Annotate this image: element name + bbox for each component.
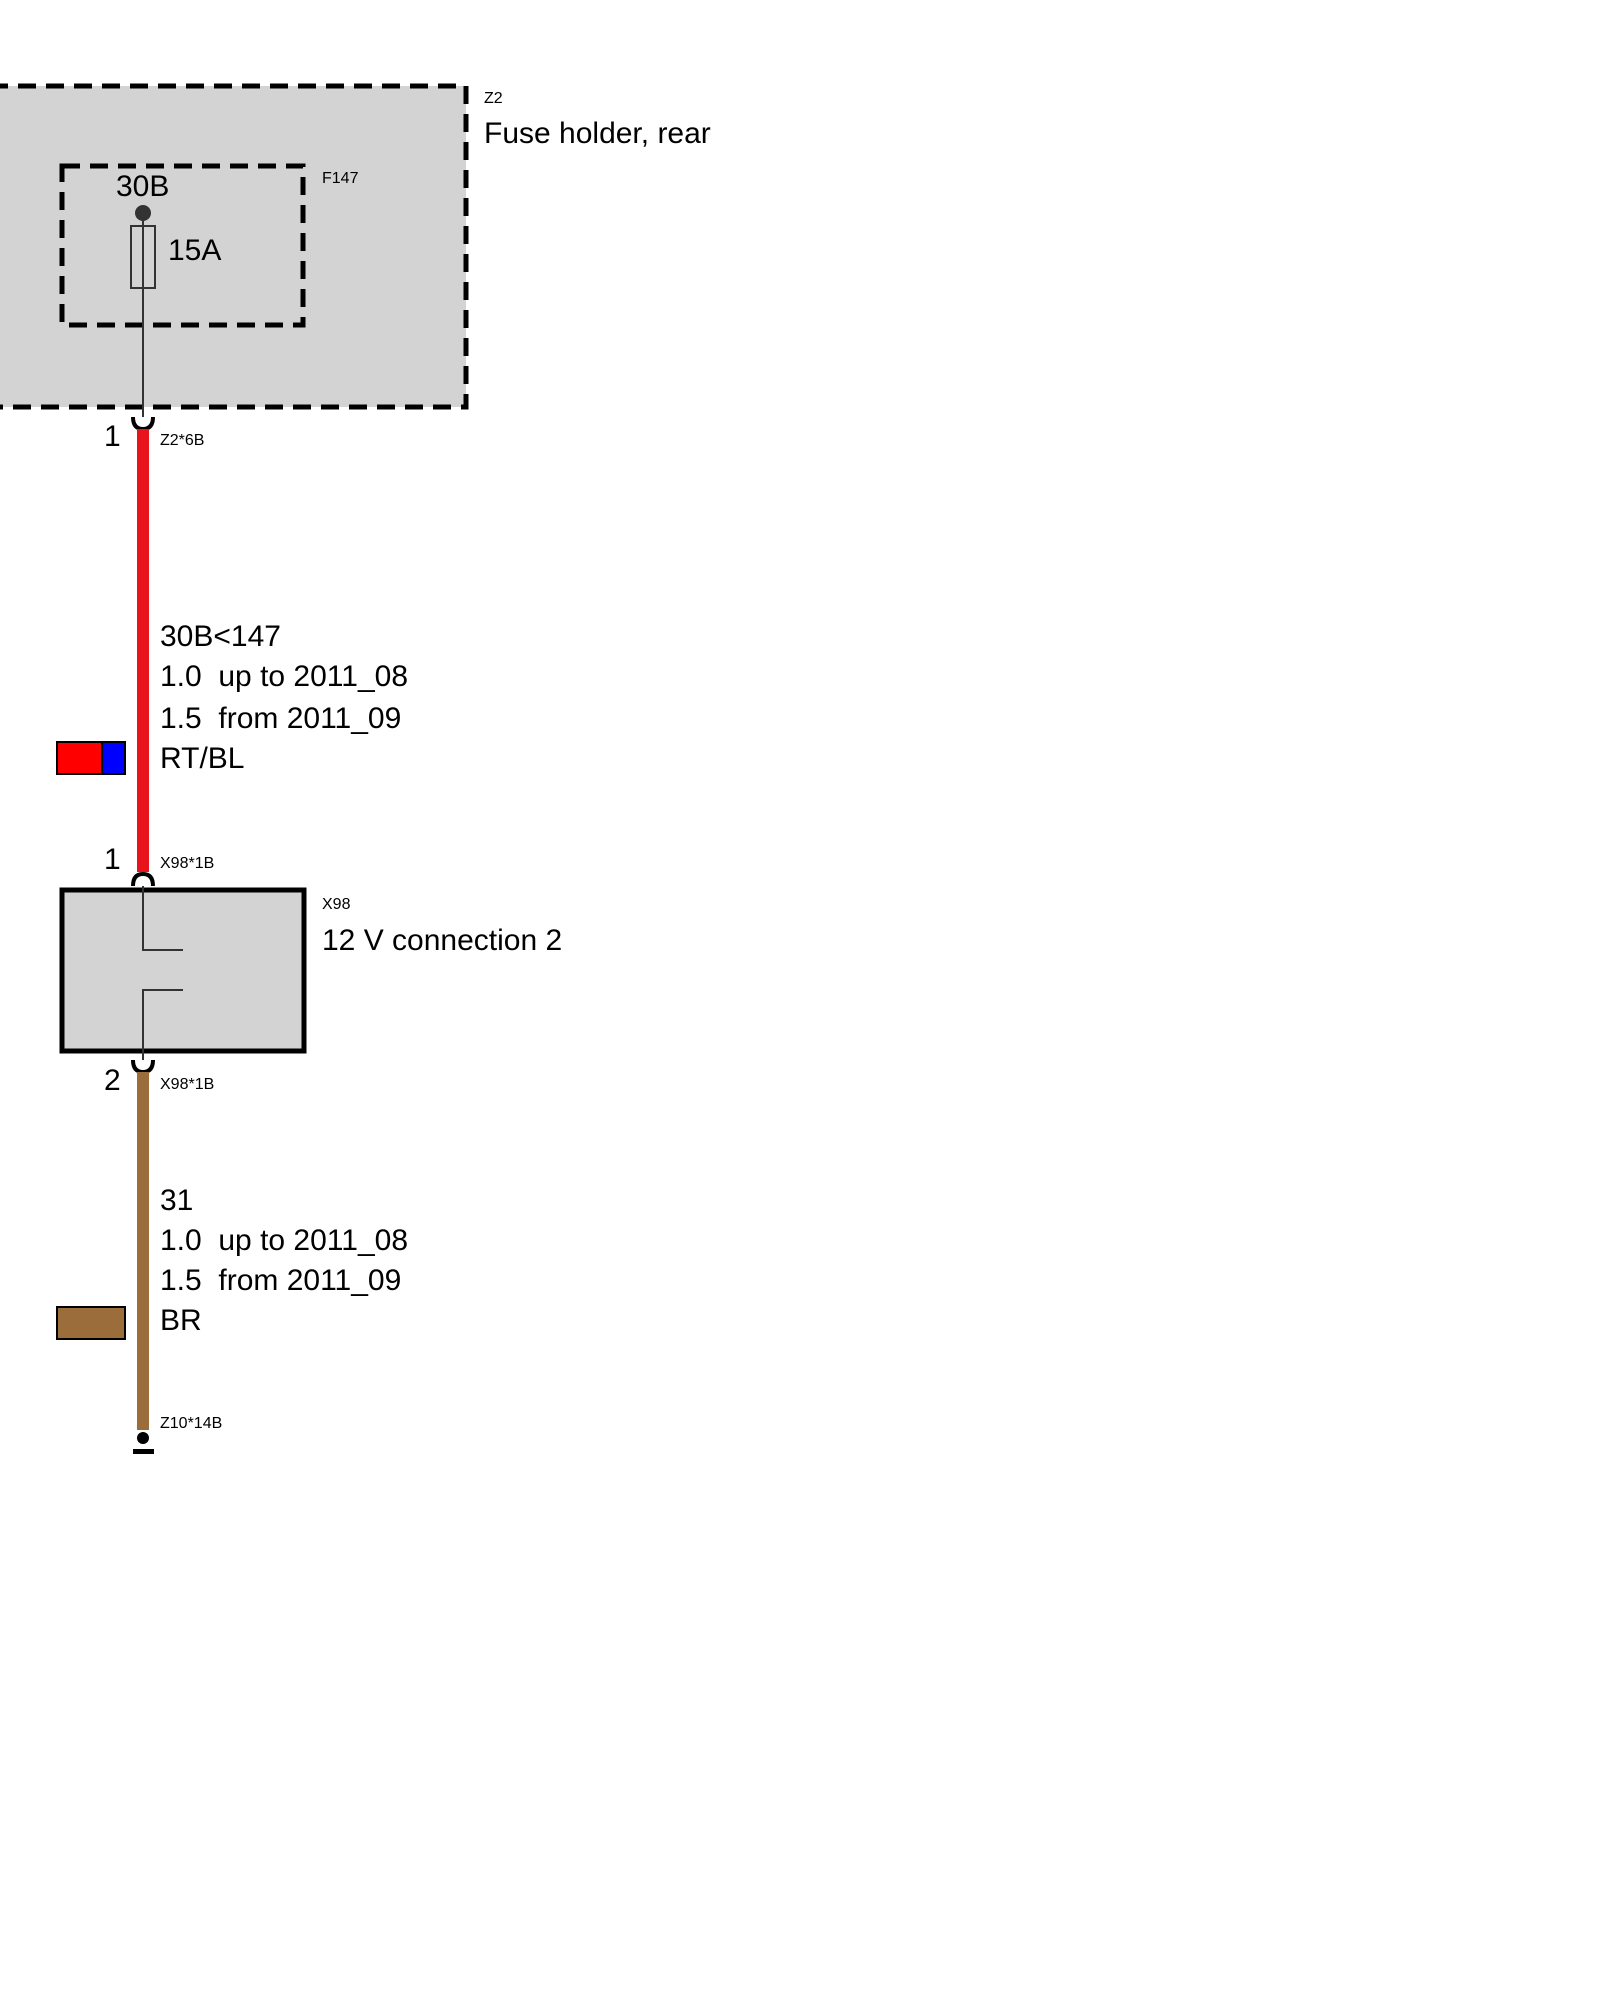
wire-2-gauge-old: 1.0 up to 2011_08 xyxy=(160,1224,408,1257)
fuse-holder-name: Fuse holder, rear xyxy=(484,117,711,150)
fuse-rating: 15A xyxy=(168,234,221,267)
fuse-holder-box xyxy=(0,83,469,410)
wire-color-swatch-rt-bl xyxy=(56,741,126,775)
wire-1-color-code: RT/BL xyxy=(160,742,244,775)
wire-color-swatch-br xyxy=(56,1306,126,1340)
pin-socket-x98-1 xyxy=(131,871,155,887)
pin-socket-z2 xyxy=(131,416,155,432)
fuse-box xyxy=(59,163,306,328)
ground-icon xyxy=(133,1449,154,1454)
socket-id: X98 xyxy=(322,896,351,913)
connector-z2-6b: Z2*6B xyxy=(160,432,204,449)
fuse-holder: Z2 Fuse holder, rear xyxy=(0,83,711,410)
connector-x98-1b-top: X98*1B xyxy=(160,855,214,872)
fuse-id: F147 xyxy=(322,170,359,187)
socket-contact-2 xyxy=(142,989,183,1060)
socket-contact-1 xyxy=(142,886,183,951)
wire-31: 2 X98*1B 31 1.0 up to 2011_08 1.5 from 2… xyxy=(56,1059,408,1454)
pin-socket-x98-2 xyxy=(131,1059,155,1075)
fuse-terminal-label: 30B xyxy=(116,170,169,203)
socket-name: 12 V connection 2 xyxy=(322,924,562,957)
connector-z10-14b: Z10*14B xyxy=(160,1415,222,1432)
wire-1-gauge-old: 1.0 up to 2011_08 xyxy=(160,660,408,693)
socket-box xyxy=(59,887,307,1054)
connector-x98-1b-bottom: X98*1B xyxy=(160,1076,214,1093)
fuse: F147 30B 15A xyxy=(59,163,359,417)
wire-2-signal: 31 xyxy=(160,1184,193,1217)
pin-number-z2: 1 xyxy=(104,420,121,453)
wire-2-color-code: BR xyxy=(160,1304,202,1337)
wire-2-gauge-new: 1.5 from 2011_09 xyxy=(160,1264,401,1297)
pin-number-x98-1: 1 xyxy=(104,843,121,876)
wire-1-signal: 30B<147 xyxy=(160,620,281,653)
socket-x98: X98 12 V connection 2 xyxy=(59,886,562,1060)
pin-number-x98-2: 2 xyxy=(104,1064,121,1097)
wire-30b: 1 Z2*6B 30B<147 1.0 up to 2011_08 1.5 fr… xyxy=(56,416,408,887)
fuse-holder-id: Z2 xyxy=(484,90,503,107)
wire-1-gauge-new: 1.5 from 2011_09 xyxy=(160,702,401,735)
ground-point xyxy=(137,1432,149,1444)
